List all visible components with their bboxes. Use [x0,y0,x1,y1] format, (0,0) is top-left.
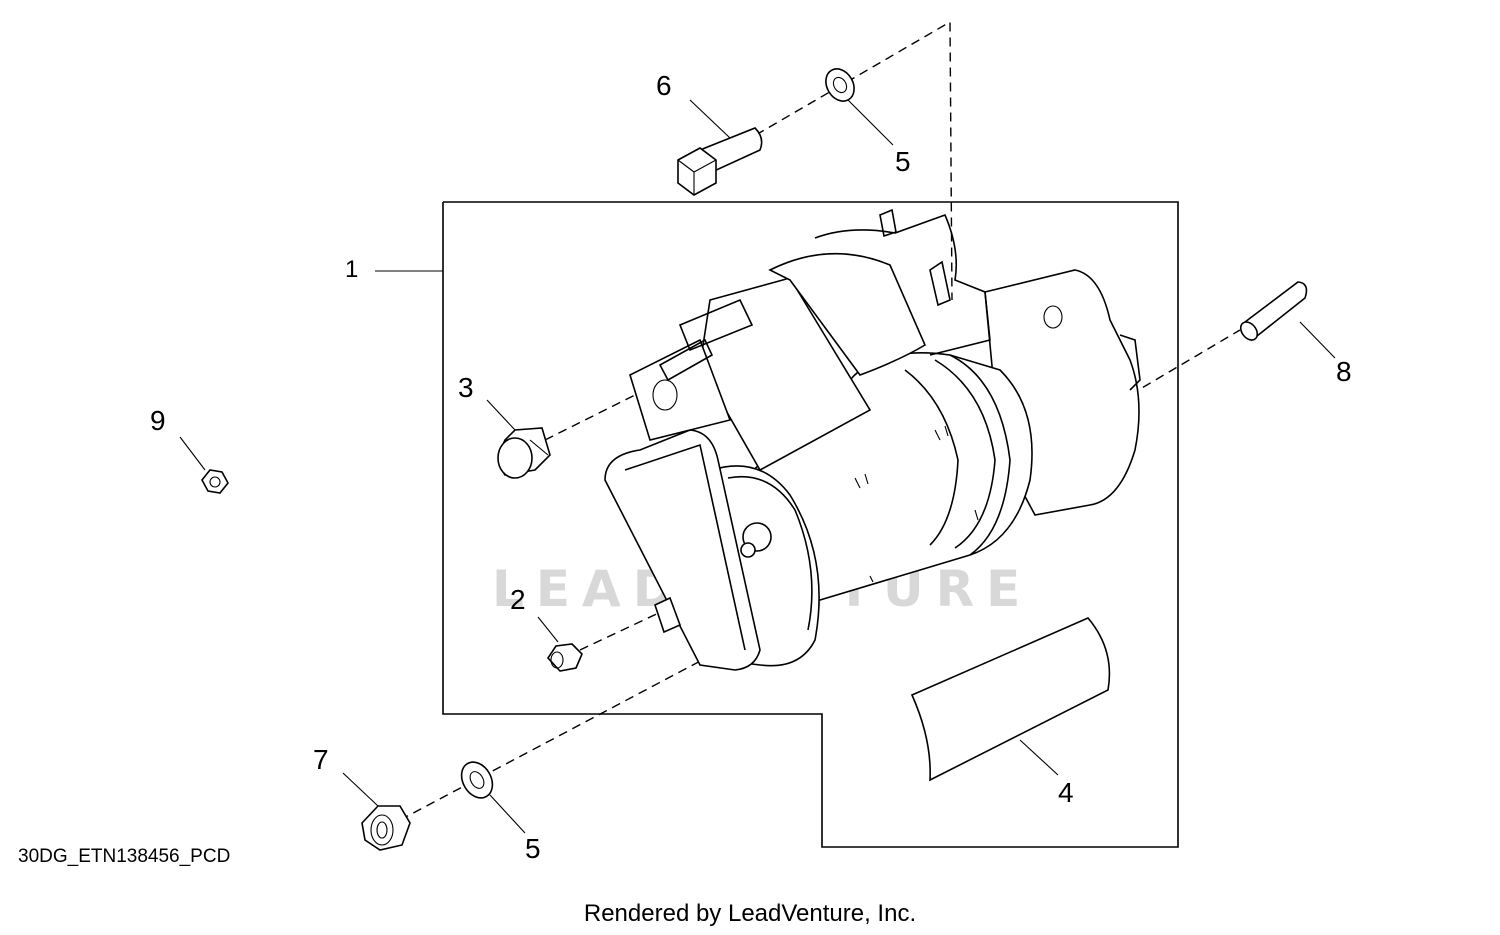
callout-5-top: 5 [895,146,911,177]
leader-5-top [847,99,894,146]
washer-top-part [825,68,855,102]
callout-9: 9 [150,405,166,436]
assembly-line-nut2 [579,609,666,651]
assembly-line-bottom [399,639,741,821]
flange-nut-part [546,643,583,672]
callout-5-bottom: 5 [525,833,541,864]
starter-motor-part [604,208,1141,671]
hex-nut-part [361,805,411,851]
washer-bottom-part [460,761,494,799]
callout-4: 4 [1058,777,1074,808]
kit-outline [442,201,1179,848]
callout-6: 6 [656,70,672,101]
diagram-code: 30DG_ETN138456_PCD [18,846,231,867]
decal-part [910,617,1111,782]
leader-8 [1299,321,1336,359]
dowel-pin-part [1239,281,1308,342]
leader-7 [342,772,379,807]
acorn-nut-part [497,427,551,479]
callout-2: 2 [510,584,526,615]
bolt-part [677,127,763,196]
assembly-line-pin [1129,329,1241,396]
footer-credit: Rendered by LeadVenture, Inc. [583,900,917,927]
leader-4 [1019,739,1059,776]
leader-9 [179,436,206,471]
leader-3 [486,399,516,431]
callout-7: 7 [313,744,329,775]
leader-6 [689,99,731,139]
callout-3: 3 [458,372,474,403]
callout-1: 1 [345,256,359,283]
assembly-line-top [729,20,953,301]
leader-5-bottom [489,794,526,834]
small-nut-part [201,469,229,494]
callout-8: 8 [1336,356,1352,387]
leader-2 [537,616,559,643]
